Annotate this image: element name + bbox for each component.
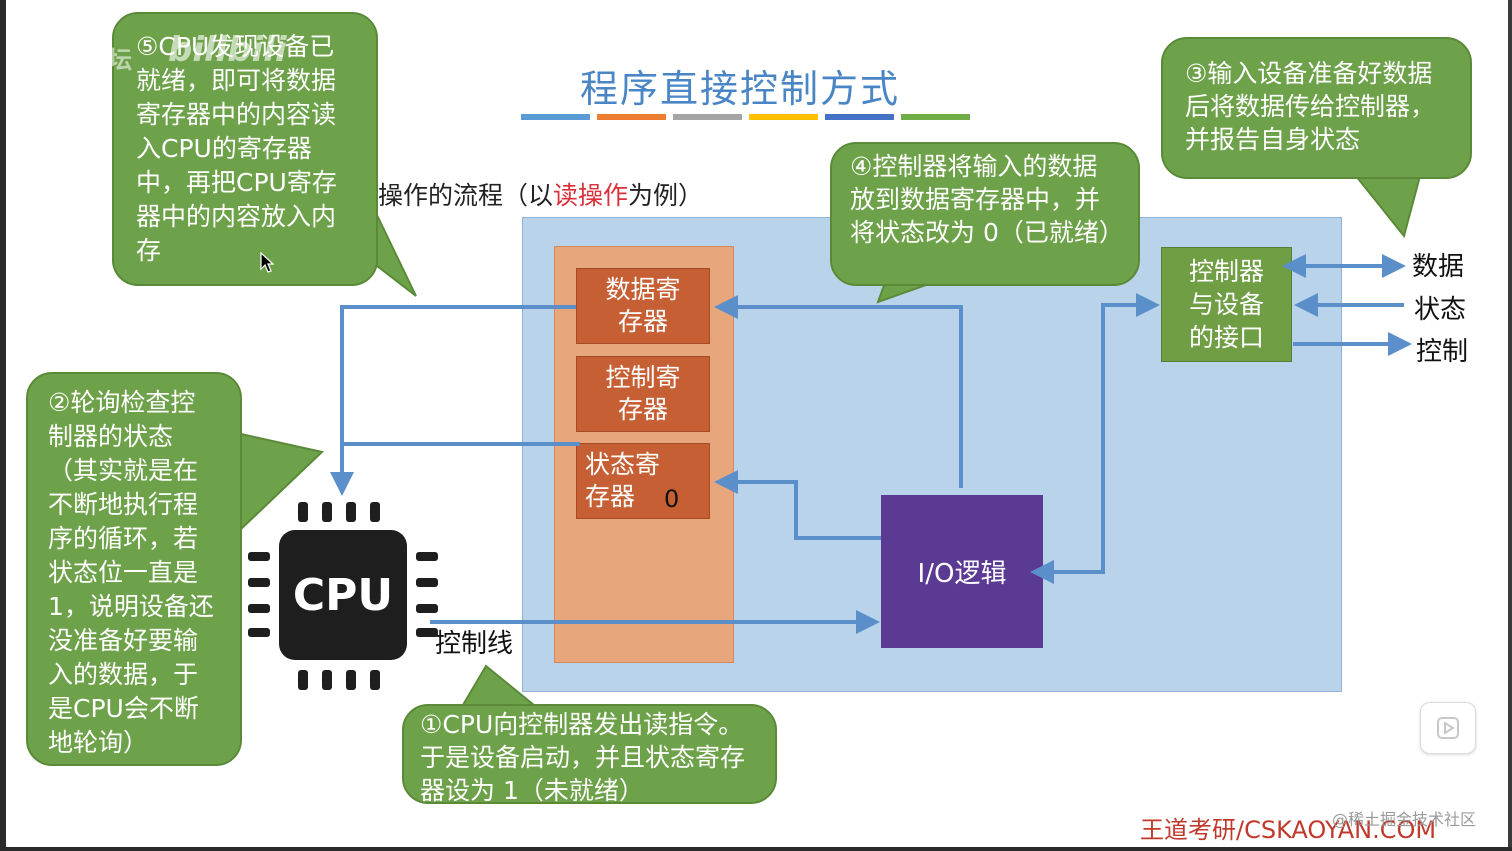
step4-bubble: ④控制器将输入的数据放到数据寄存器中，并将状态改为 0（已就绪） xyxy=(830,142,1140,286)
title-color-bar xyxy=(901,114,970,120)
slide-subtitle: 操作的流程（以读操作为例） xyxy=(378,176,703,212)
title-color-bar xyxy=(597,114,666,120)
control-line-label: 控制 xyxy=(1416,337,1469,367)
platform-watermark: @稀土掘金技术社区 xyxy=(1332,810,1477,829)
control-register: 控制寄存器 xyxy=(576,356,710,432)
step1-bubble: ①CPU向控制器发出读指令。于是设备启动，并且状态寄存器设为 1（未就绪） xyxy=(402,704,777,805)
device-interface-box: 控制器与设备的接口 xyxy=(1161,247,1292,362)
bubble-2-tail xyxy=(230,430,325,533)
subtitle-highlight: 读操作 xyxy=(553,181,629,210)
screen-frame-right xyxy=(1508,0,1512,851)
mouse-cursor-icon xyxy=(260,252,275,273)
subtitle-suffix: 为例） xyxy=(628,181,704,210)
cpu-chip: CPU xyxy=(279,530,407,660)
play-icon xyxy=(1437,717,1459,739)
io-logic-box: I/O逻辑 xyxy=(881,495,1043,648)
subtitle-prefix: 操作的流程（以 xyxy=(378,181,554,210)
slide-title: 程序直接控制方式 xyxy=(579,67,900,111)
status-line-label: 状态 xyxy=(1414,295,1467,325)
step3-bubble: ③输入设备准备好数据后将数据传给控制器，并报告自身状态 xyxy=(1161,37,1472,179)
title-color-bar xyxy=(825,114,894,120)
footer-brand: 王道考研/CSKAOYAN.COM xyxy=(1140,816,1437,844)
play-button[interactable] xyxy=(1420,702,1476,754)
step2-bubble: ②轮询检查控制器的状态（其实就是在不断地执行程序的循环，若状态位一直是 1，说明… xyxy=(26,372,242,766)
status-register: 状态寄存器 xyxy=(576,443,710,519)
bilibili-logo: bilibili xyxy=(168,30,287,70)
source-watermark: 王道论坛 xyxy=(36,46,132,74)
bubble-3-tail xyxy=(1353,175,1422,239)
screen-frame-left xyxy=(0,0,6,851)
title-color-bar xyxy=(521,114,590,120)
title-color-bar xyxy=(749,114,818,120)
screen-frame-bottom xyxy=(0,847,1512,851)
title-color-bar xyxy=(673,114,742,120)
data-line-label: 数据 xyxy=(1412,252,1465,282)
data-register: 数据寄存器 xyxy=(576,268,710,344)
step5-bubble: ⑤CPU发现设备已就绪，即可将数据寄存器中的内容读入CPU的寄存器中，再把CPU… xyxy=(112,12,378,286)
status-bit: 0 xyxy=(664,485,680,513)
control-wire-label: 控制线 xyxy=(435,629,514,659)
